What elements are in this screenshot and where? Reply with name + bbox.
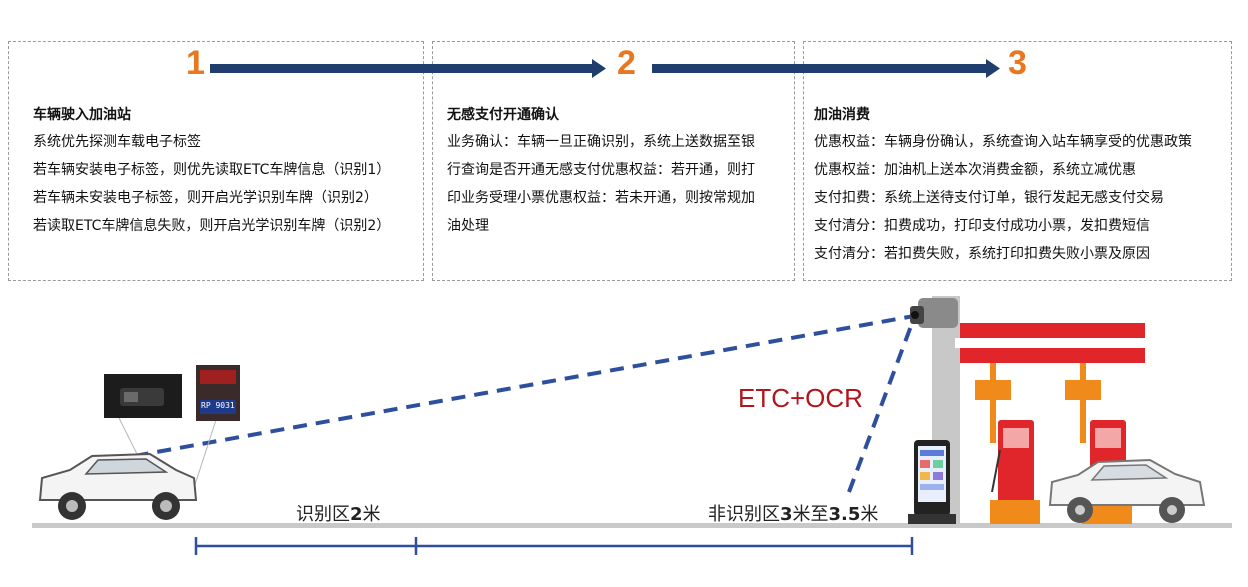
flow-arrow-2: [652, 59, 1000, 78]
zone-unit: 米: [362, 504, 381, 525]
zone-mid: 米至: [792, 504, 829, 525]
step-line: 若车辆未安装电子标签，则开启光学识别车牌（识别2）: [33, 190, 378, 206]
step-line: 印业务受理小票优惠权益：若未开通，则按常规加: [447, 190, 755, 206]
zone-unit: 米: [860, 504, 879, 525]
step-line: 若读取ETC车牌信息失败，则开启光学识别车牌（识别2）: [33, 218, 391, 234]
car-right-icon: [1048, 458, 1206, 523]
ground-line: [32, 523, 1232, 528]
step-title: 无感支付开通确认: [447, 107, 559, 123]
step-number-2: 2: [617, 44, 636, 82]
zone-number-from: 3: [780, 504, 793, 525]
flow-arrow-1: [210, 59, 606, 78]
step-line: 业务确认：车辆一旦正确识别，系统上送数据至银: [447, 134, 755, 150]
step-lines: 业务确认：车辆一旦正确识别，系统上送数据至银 行查询是否开通无感支付优惠权益：若…: [447, 128, 786, 240]
detection-beams: [111, 314, 916, 493]
measure-line: [194, 537, 914, 555]
step-line: 支付清分：若扣费失败，系统打印扣费失败小票及原因: [814, 246, 1150, 262]
plate-text: RP 9031: [201, 401, 235, 410]
step-panel-1: 车辆驶入加油站 系统优先探测车载电子标签 若车辆安装电子标签，则优先读取ETC车…: [8, 41, 424, 281]
step-lines: 优惠权益：车辆身份确认，系统查询入站车辆享受的优惠政策 优惠权益：加油机上送本次…: [814, 128, 1229, 268]
zone-number-to: 3.5: [828, 504, 861, 525]
step-line: 油处理: [447, 218, 489, 234]
step-line: 优惠权益：加油机上送本次消费金额，系统立减优惠: [814, 162, 1136, 178]
step-panel-3: 加油消费 优惠权益：车辆身份确认，系统查询入站车辆享受的优惠政策 优惠权益：加油…: [803, 41, 1232, 281]
step-lines: 系统优先探测车载电子标签 若车辆安装电子标签，则优先读取ETC车牌信息（识别1）…: [33, 128, 415, 240]
step-title: 加油消费: [814, 107, 870, 123]
camera-icon: [910, 298, 958, 328]
step-line: 若车辆安装电子标签，则优先读取ETC车牌信息（识别1）: [33, 162, 391, 178]
step-line: 支付清分：扣费成功，打印支付成功小票，发扣费短信: [814, 218, 1150, 234]
step-title: 车辆驶入加油站: [33, 107, 131, 123]
zone-prefix: 识别区: [296, 504, 350, 525]
zone-label-recognition: 识别区2米: [296, 500, 381, 526]
kiosk-terminal-icon: [908, 440, 956, 524]
zone-label-non-recognition: 非识别区3米至3.5米: [708, 500, 878, 526]
etc-ocr-label: ETC+OCR: [738, 383, 863, 413]
step-line: 支付扣费：系统上送待支付订单，银行发起无感支付交易: [814, 190, 1164, 206]
step-number-3: 3: [1008, 44, 1027, 82]
step-panel-2: 无感支付开通确认 业务确认：车辆一旦正确识别，系统上送数据至银 行查询是否开通无…: [432, 41, 795, 281]
gas-station: [932, 296, 1150, 524]
step-line: 行查询是否开通无感支付优惠权益：若开通，则打: [447, 162, 755, 178]
etc-device-photo: [104, 374, 182, 418]
zone-prefix: 非识别区: [708, 504, 780, 525]
step-line: 系统优先探测车载电子标签: [33, 134, 201, 150]
step-number-1: 1: [186, 44, 205, 82]
zone-number: 2: [350, 504, 363, 525]
car-left-icon: [38, 452, 198, 520]
plate-photo: [196, 365, 240, 421]
step-line: 优惠权益：车辆身份确认，系统查询入站车辆享受的优惠政策: [814, 134, 1192, 150]
